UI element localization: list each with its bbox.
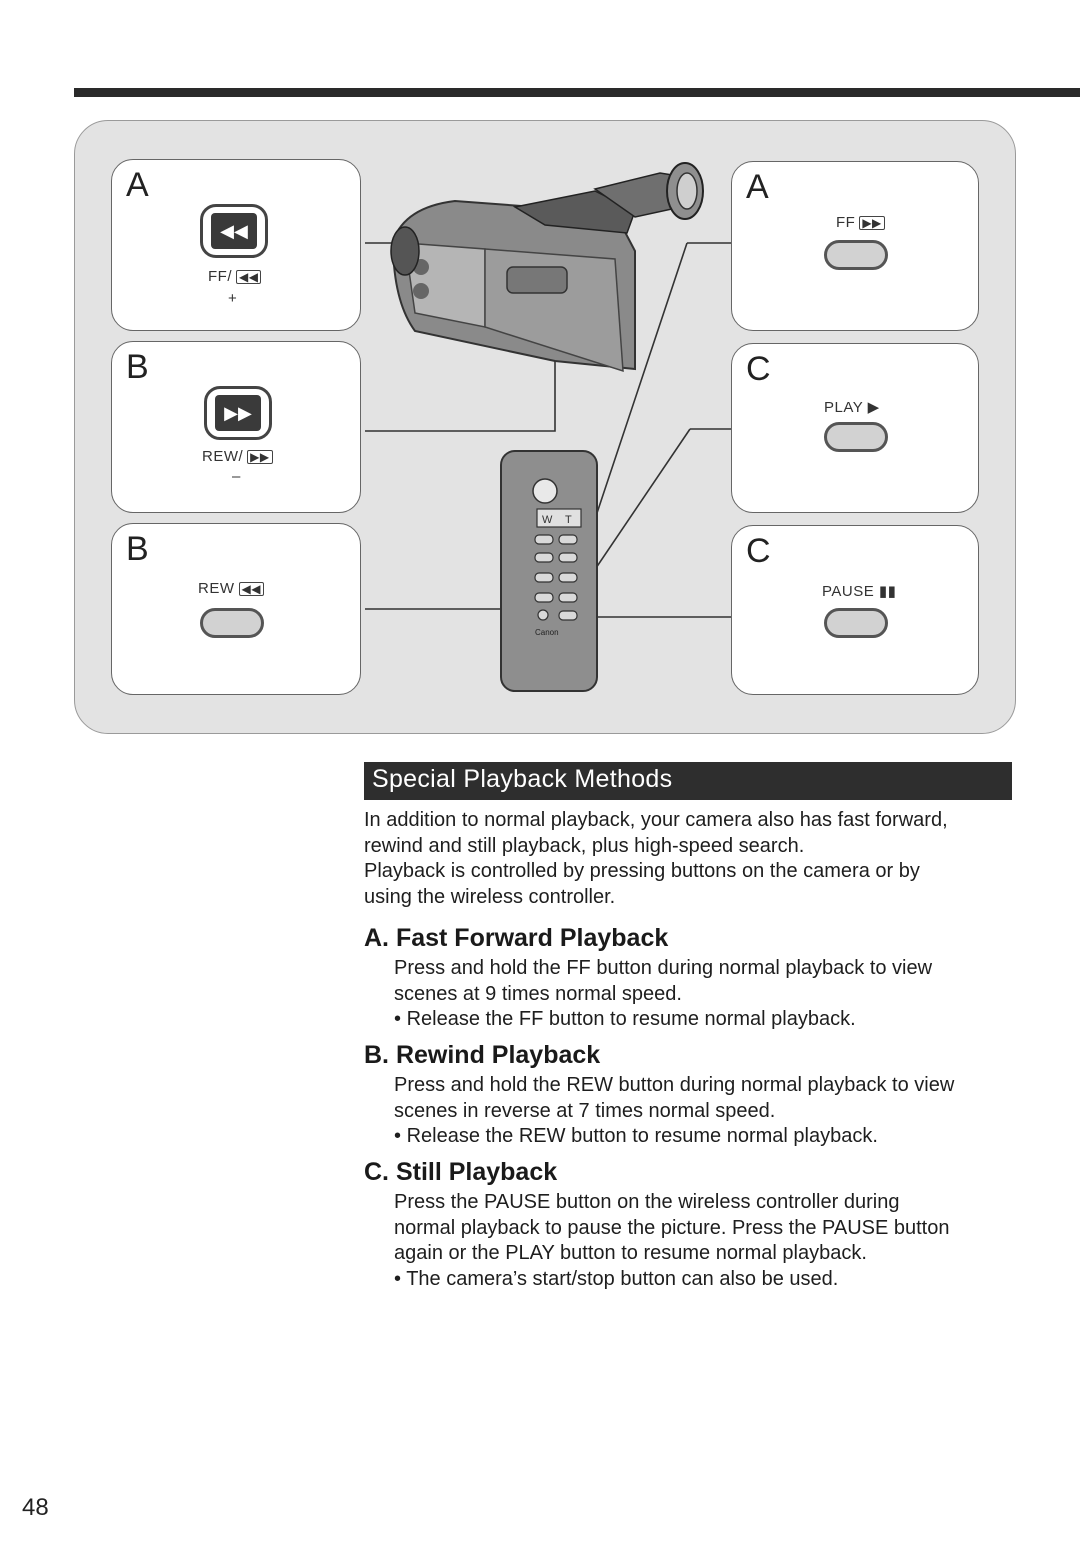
panel-letter: A bbox=[746, 168, 769, 206]
label-text: REW bbox=[198, 580, 235, 597]
panel-c-remote-pause: C PAUSE ▮▮ bbox=[731, 525, 979, 695]
panel-a-camera-rewind: A ◀◀ FF/ ◀◀ + bbox=[111, 159, 361, 331]
fast-forward-button-icon: ▶▶ bbox=[204, 386, 272, 440]
panel-b-camera-ff: B ▶▶ REW/▶▶ – bbox=[111, 341, 361, 513]
bullet-text: Release the REW button to resume normal … bbox=[406, 1125, 878, 1147]
play-oval-button-icon bbox=[824, 422, 888, 452]
button-label: PLAY ▶ bbox=[824, 399, 880, 416]
rewind-symbol-icon: ◀◀ bbox=[238, 582, 264, 596]
panel-letter: C bbox=[746, 532, 771, 570]
playback-figure: W T Canon A ◀◀ FF/◀◀ + B ▶▶ REW/▶▶ – B R… bbox=[74, 120, 1016, 734]
body-line: scenes in reverse at 7 times normal spee… bbox=[394, 1099, 776, 1122]
body-line: again or the PLAY button to resume norma… bbox=[394, 1242, 867, 1264]
sub-label: + bbox=[228, 290, 238, 307]
label-text: FF bbox=[836, 214, 856, 231]
fast-forward-body: Press and hold the FF button during norm… bbox=[394, 956, 932, 1033]
intro-line: Playback is controlled by pressing butto… bbox=[364, 860, 920, 882]
body-line: Press and hold the REW button during nor… bbox=[394, 1074, 955, 1096]
rewind-symbol-icon: ◀◀ bbox=[236, 270, 262, 284]
ff-symbol-icon: ▶▶ bbox=[247, 450, 273, 464]
ff-oval-button-icon bbox=[824, 240, 888, 270]
svg-text:W: W bbox=[542, 514, 553, 526]
page-number: 48 bbox=[22, 1494, 49, 1521]
body-line: normal playback to pause the picture. Pr… bbox=[394, 1216, 950, 1239]
svg-text:T: T bbox=[565, 514, 572, 526]
section-title-banner: Special Playback Methods bbox=[364, 762, 1012, 800]
button-label: REW/▶▶ bbox=[202, 448, 273, 465]
bullet-item: • Release the FF button to resume normal… bbox=[394, 1008, 856, 1030]
intro-line: In addition to normal playback, your cam… bbox=[364, 809, 948, 831]
top-rule bbox=[74, 88, 1080, 97]
rewind-body: Press and hold the REW button during nor… bbox=[394, 1073, 954, 1150]
body-line: Press and hold the FF button during norm… bbox=[394, 957, 933, 979]
body-line: Press the PAUSE button on the wireless c… bbox=[394, 1191, 900, 1213]
body-line: scenes at 9 times normal speed. bbox=[394, 982, 682, 1005]
panel-c-remote-play: C PLAY ▶ bbox=[731, 343, 979, 513]
panel-b-remote-rew: B REW◀◀ bbox=[111, 523, 361, 695]
label-text: REW/ bbox=[202, 448, 244, 465]
bullet-text: Release the FF button to resume normal p… bbox=[406, 1008, 856, 1030]
button-label: FF▶▶ bbox=[836, 214, 885, 231]
panel-letter: C bbox=[746, 350, 771, 388]
bullet-item: • Release the REW button to resume norma… bbox=[394, 1125, 878, 1147]
remote-brand: Canon bbox=[535, 628, 559, 637]
pause-oval-button-icon bbox=[824, 608, 888, 638]
rewind-button-icon: ◀◀ bbox=[200, 204, 268, 258]
rew-oval-button-icon bbox=[200, 608, 264, 638]
intro-paragraph: In addition to normal playback, your cam… bbox=[364, 808, 948, 910]
button-label: FF/ ◀◀ bbox=[208, 268, 262, 285]
bullet-text: The camera’s start/stop button can also … bbox=[406, 1267, 839, 1290]
intro-line: using the wireless controller. bbox=[364, 885, 616, 908]
still-body: Press the PAUSE button on the wireless c… bbox=[394, 1190, 950, 1292]
intro-line: rewind and still playback, plus high-spe… bbox=[364, 834, 805, 857]
panel-letter: B bbox=[126, 348, 149, 386]
ff-symbol-icon: ▶▶ bbox=[859, 216, 885, 230]
heading-still: C. Still Playback bbox=[364, 1158, 558, 1186]
button-label: PAUSE ▮▮ bbox=[822, 583, 897, 600]
panel-letter: B bbox=[126, 530, 149, 568]
bullet-item: • The camera’s start/stop button can als… bbox=[394, 1267, 839, 1290]
button-label: REW◀◀ bbox=[198, 580, 264, 597]
sub-label: – bbox=[232, 468, 241, 485]
label-text: FF/ bbox=[208, 268, 232, 285]
panel-a-remote-ff: A FF▶▶ bbox=[731, 161, 979, 331]
camera-illustration: W T Canon bbox=[365, 162, 731, 692]
section-title: Special Playback Methods bbox=[372, 765, 673, 793]
panel-letter: A bbox=[126, 166, 149, 204]
heading-fast-forward: A. Fast Forward Playback bbox=[364, 924, 669, 952]
heading-rewind: B. Rewind Playback bbox=[364, 1041, 601, 1069]
